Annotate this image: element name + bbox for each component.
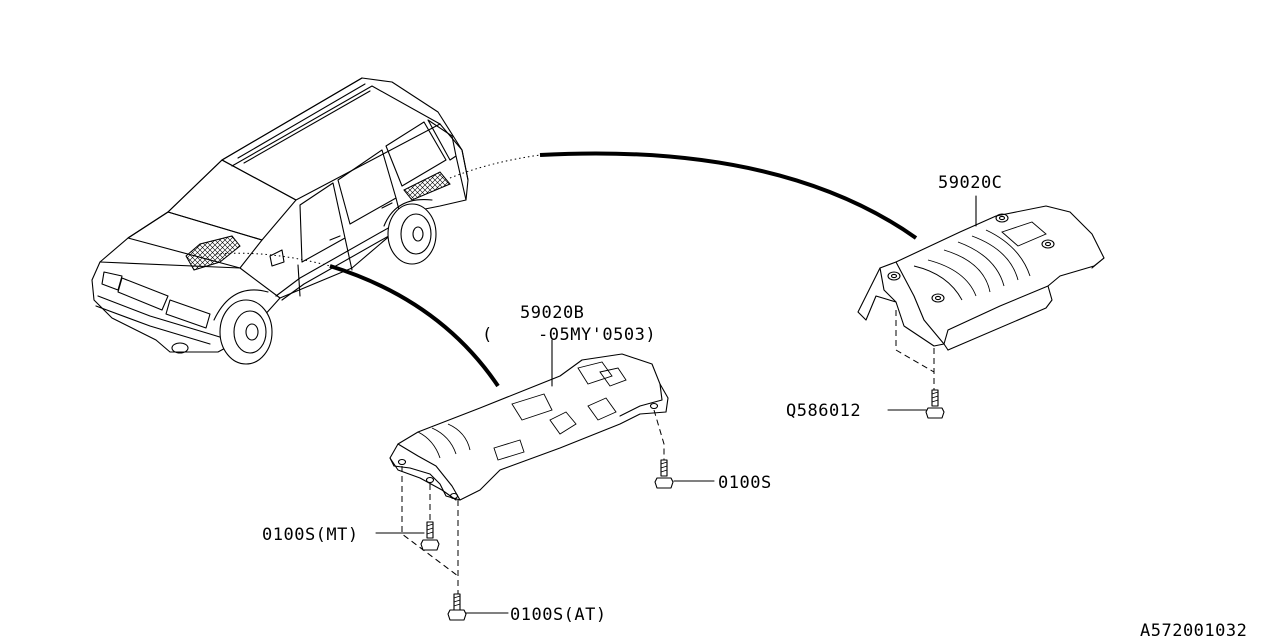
part-label-0100s: 0100S: [718, 473, 772, 493]
part-label-0100s-mt: 0100S(MT): [262, 525, 359, 545]
part-label-0100s-at: 0100S(AT): [510, 605, 607, 625]
heat-shield-59020b: [389, 339, 669, 600]
diagram-code: A572001032: [1140, 621, 1247, 640]
part-note-open-paren: (: [482, 325, 493, 345]
location-leaders: [215, 151, 918, 388]
bolt-0100s-icon: [654, 459, 715, 489]
bolt-0100s-at-icon: [447, 593, 509, 621]
vehicle-illustration: [91, 77, 469, 365]
heat-shield-59020c: [857, 195, 1105, 390]
part-note-59020b: -05MY'0503): [538, 325, 656, 345]
bolt-0100s-mt-icon: [375, 521, 440, 551]
part-label-q586012: Q586012: [786, 401, 861, 421]
part-label-59020c: 59020C: [938, 173, 1002, 193]
bolt-q586012-icon: [887, 389, 945, 419]
part-label-59020b: 59020B: [520, 303, 584, 323]
